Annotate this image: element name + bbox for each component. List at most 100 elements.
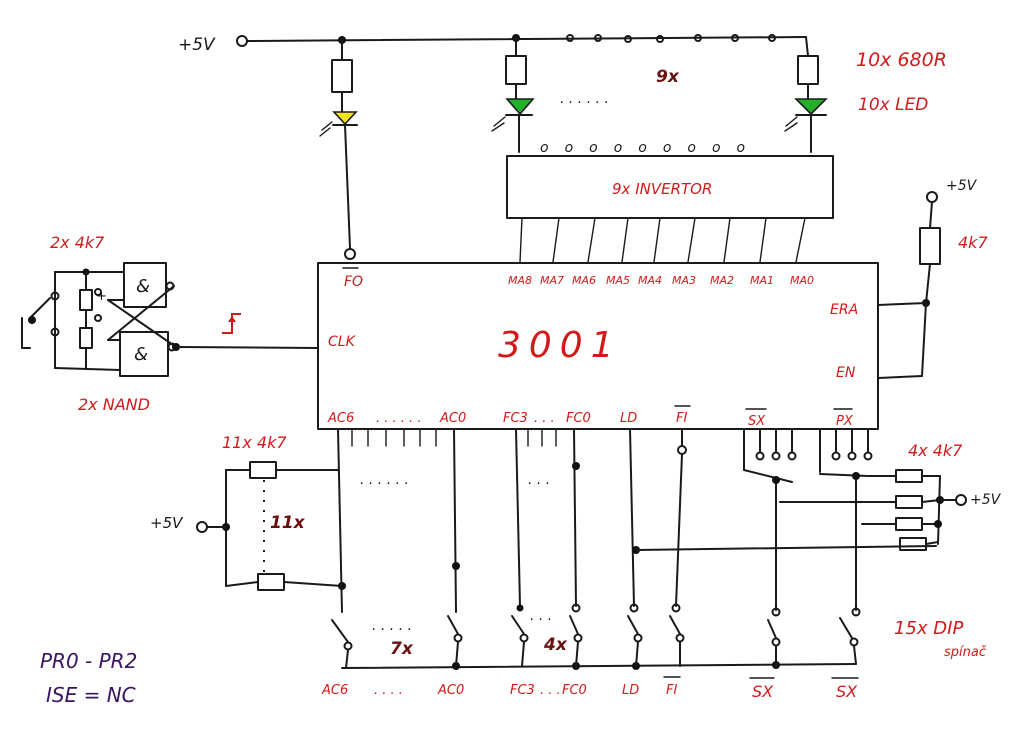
pin-ld: LD bbox=[620, 411, 637, 426]
bottom-sx: SX bbox=[752, 682, 774, 701]
resistor-debounce-1 bbox=[79, 289, 93, 311]
top-supply: +5V bbox=[178, 34, 807, 55]
bottom-labels: AC6 . . . . AC0 FC3 . . . FC0 LD FI SX S… bbox=[321, 676, 859, 701]
svg-text:. . . . .: . . . . . bbox=[372, 618, 412, 634]
pin-ac-end: AC0 bbox=[439, 411, 466, 426]
pin-ma1: MA1 bbox=[750, 274, 774, 287]
resistor-debounce-2 bbox=[79, 327, 93, 349]
chip-body bbox=[317, 262, 879, 430]
nand-gate-1-symbol: & bbox=[136, 276, 150, 297]
led-green-first bbox=[505, 98, 535, 116]
pin-ma2: MA2 bbox=[710, 274, 734, 287]
pullups-left-label: 11x 4k7 bbox=[222, 433, 287, 452]
switch-bank: . . . . . . . . 7x 4x 15x DIP spínač bbox=[331, 603, 987, 670]
inverter-label: 9x INVERTOR bbox=[612, 180, 712, 198]
pin-en: EN bbox=[836, 365, 856, 381]
supply-label-left: +5V bbox=[150, 514, 184, 532]
led-count-label: 9x bbox=[656, 67, 680, 87]
led-yellow bbox=[332, 111, 358, 126]
ground-rail-bottom bbox=[341, 663, 857, 669]
resistor-led-last bbox=[797, 55, 819, 85]
debounce-gates-label: 2x NAND bbox=[78, 395, 150, 414]
svg-text:. . .: . . . bbox=[540, 683, 561, 698]
pin-ma4: MA4 bbox=[638, 274, 662, 287]
bottom-px: SX bbox=[836, 682, 858, 701]
pin-ma7: MA7 bbox=[540, 274, 564, 287]
chip-3001: 3001 FO CLK ERA EN MA8 MA7 MA6 MA5 MA4 M… bbox=[317, 262, 879, 430]
supply-label-right: +5V bbox=[946, 178, 978, 194]
pullups-left-count: 11x bbox=[270, 513, 306, 533]
supply-rail-top bbox=[246, 36, 807, 42]
bottom-ac-start: AC6 bbox=[321, 683, 348, 698]
ac-lines: . . . . . . bbox=[337, 428, 460, 613]
nand-gate-2-symbol: & bbox=[134, 344, 148, 365]
pin-ma0: MA0 bbox=[790, 274, 814, 287]
svg-text:. . .: . . . bbox=[528, 472, 550, 488]
pin-ma3: MA3 bbox=[672, 274, 696, 287]
nand-gate-2 bbox=[119, 331, 169, 377]
resistor-pullup-left-top bbox=[249, 461, 277, 479]
svg-text:. . .: . . . bbox=[534, 411, 555, 426]
fo-led-branch bbox=[319, 39, 358, 260]
note-pr: PR0 - PR2 bbox=[40, 649, 137, 673]
clock-edge-icon bbox=[222, 313, 241, 334]
resistor-fo bbox=[331, 59, 353, 93]
svg-text:. . . . . .: . . . . . . bbox=[376, 411, 421, 426]
dip-switch-label-2: spínač bbox=[944, 645, 987, 660]
resistor-pullup-right-1 bbox=[895, 469, 923, 483]
led-array: . . . . . . 9x ooooooooo bbox=[491, 34, 828, 156]
bottom-ld: LD bbox=[622, 683, 639, 698]
resistor-led-first bbox=[505, 55, 527, 85]
pin-px: PX bbox=[836, 414, 854, 429]
svg-text:. . .: . . . bbox=[530, 608, 552, 624]
bottom-fc-start: FC3 bbox=[510, 683, 535, 698]
supply-label-top: +5V bbox=[178, 35, 216, 55]
bottom-fc-end: FC0 bbox=[562, 683, 587, 698]
fc-lines: . . . bbox=[515, 428, 580, 607]
pin-fc-end: FC0 bbox=[566, 411, 591, 426]
leds-top-label: 10x LED bbox=[858, 95, 928, 115]
supply-terminal-top bbox=[236, 35, 248, 47]
fc-switch-count: 4x bbox=[543, 635, 568, 655]
resistor-pullup-left-bottom bbox=[257, 573, 285, 591]
bottom-fi: FI bbox=[666, 683, 677, 698]
supply-label-bottom-right: +5V bbox=[970, 492, 1002, 508]
pin-clk: CLK bbox=[328, 334, 357, 350]
pin-fi: FI bbox=[676, 411, 687, 426]
pullups-left: 11x 4k7 +5V 11x bbox=[150, 433, 346, 591]
pullup-en-label: 4k7 bbox=[958, 233, 988, 252]
svg-text:. . . .: . . . . bbox=[374, 683, 403, 698]
pin-sx: SX bbox=[748, 414, 766, 429]
pin-fo: FO bbox=[344, 274, 363, 290]
era-pullup: +5V 4k7 bbox=[877, 178, 988, 379]
pin-ma6: MA6 bbox=[572, 274, 596, 287]
sx-px-lines: 4x 4k7 +5V bbox=[743, 428, 1002, 611]
resistor-pullup-right-3 bbox=[895, 517, 923, 531]
note-ise: ISE = NC bbox=[46, 683, 136, 707]
resistor-pullup-right-4 bbox=[899, 537, 927, 551]
ld-fi-lines bbox=[629, 428, 937, 607]
resistor-4k7-era bbox=[919, 227, 941, 265]
resistor-pullup-right-2 bbox=[895, 495, 923, 509]
led-ellipsis: . . . . . . bbox=[560, 91, 609, 107]
ac-switch-count: 7x bbox=[390, 639, 414, 659]
ac-ellipsis: . . . . . . bbox=[360, 472, 409, 488]
bottom-ac-end: AC0 bbox=[437, 683, 464, 698]
svg-text:+: + bbox=[96, 289, 107, 304]
pin-era: ERA bbox=[830, 302, 858, 318]
pin-ma5: MA5 bbox=[606, 274, 630, 287]
inverter-block: 9x INVERTOR bbox=[506, 155, 834, 263]
chip-label: 3001 bbox=[498, 325, 622, 366]
inverter-box bbox=[506, 155, 834, 219]
debounce-circuit: 2x 4k7 2x NAND + & & bbox=[21, 233, 319, 414]
debounce-resistors-label: 2x 4k7 bbox=[50, 233, 105, 252]
pin-fc-start: FC3 bbox=[503, 411, 528, 426]
svg-text:ooooooooo: ooooooooo bbox=[540, 140, 761, 156]
led-green-last bbox=[794, 98, 828, 116]
resistors-top-label: 10x 680R bbox=[856, 49, 947, 71]
pin-ac-start: AC6 bbox=[327, 411, 354, 426]
pin-ma8: MA8 bbox=[508, 274, 532, 287]
dip-switch-label: 15x DIP bbox=[894, 618, 963, 639]
pullups-right-label: 4x 4k7 bbox=[908, 441, 963, 460]
